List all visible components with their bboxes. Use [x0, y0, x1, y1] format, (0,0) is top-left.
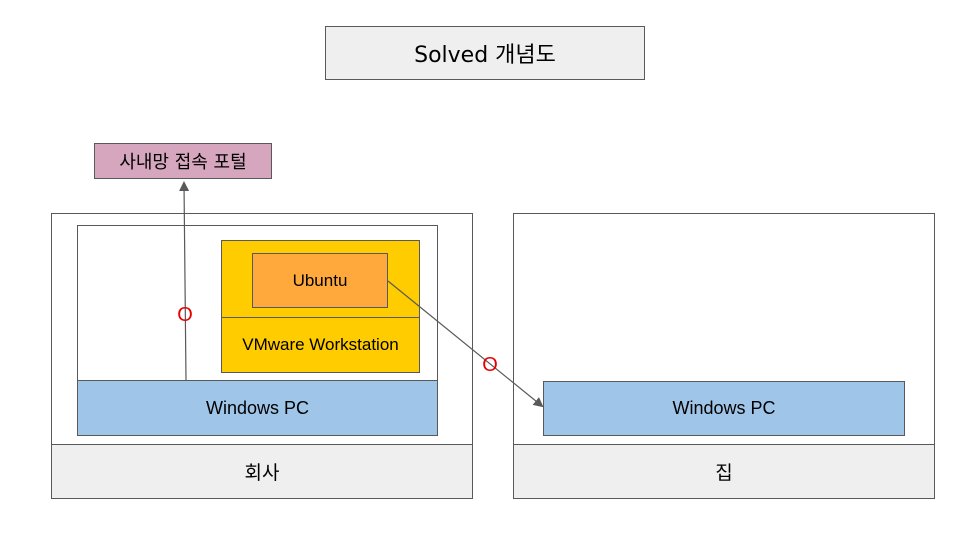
ok-mark-home: O: [482, 354, 498, 376]
intranet-portal-node: 사내망 접속 포털: [94, 143, 272, 179]
company-windows-pc-node: Windows PC: [77, 380, 438, 436]
vmware-workstation-label: VMware Workstation: [221, 317, 420, 373]
diagram-title: Solved 개념도: [325, 26, 645, 80]
ubuntu-node: Ubuntu: [252, 253, 388, 308]
arrow-ubuntu-to-home: [387, 280, 544, 408]
company-label: 회사: [51, 444, 473, 499]
arrow-company-to-portal: [179, 181, 190, 381]
home-label: 집: [513, 444, 935, 499]
ok-mark-portal: O: [177, 304, 193, 326]
home-windows-pc-node: Windows PC: [543, 381, 905, 436]
